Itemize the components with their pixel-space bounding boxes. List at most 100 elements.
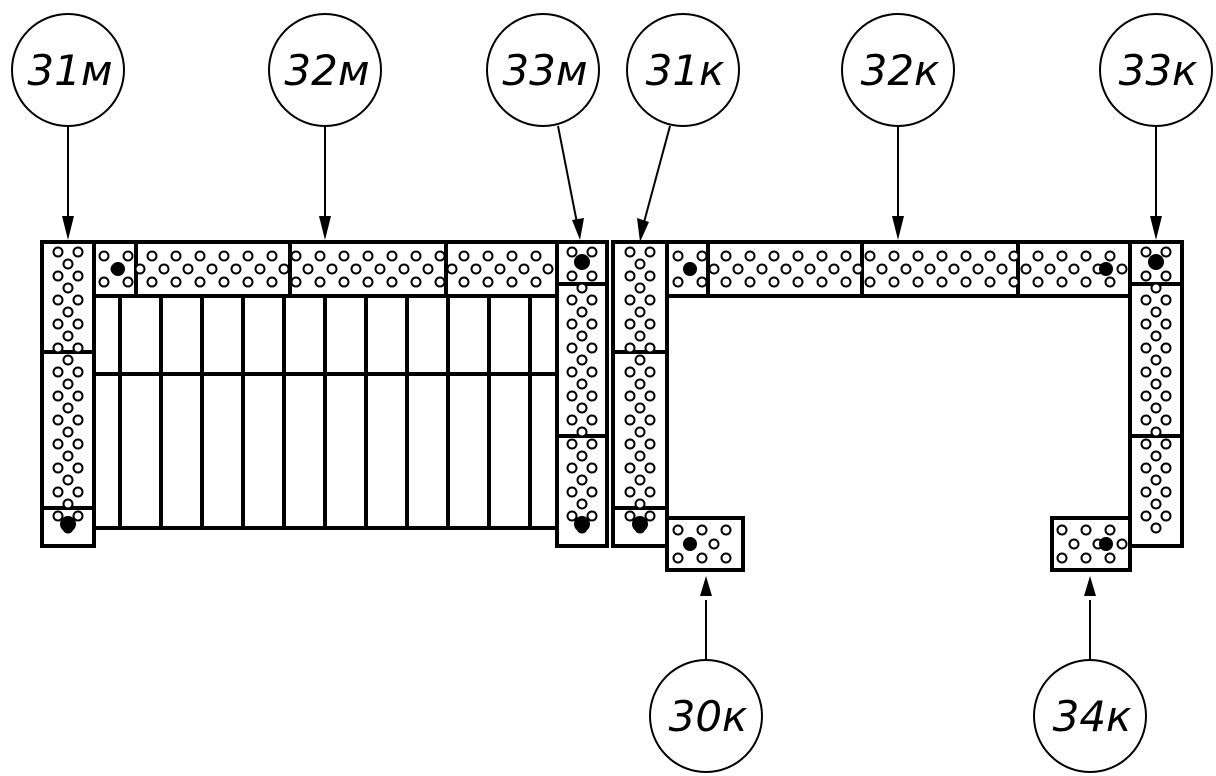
callout-33m: 33м <box>486 13 600 240</box>
hole <box>888 276 900 288</box>
hole <box>1140 270 1152 282</box>
hole <box>744 276 756 288</box>
hole <box>624 342 636 354</box>
hole <box>446 263 458 275</box>
hole <box>506 276 518 288</box>
hole <box>644 294 656 306</box>
hole <box>1140 366 1152 378</box>
hole <box>634 426 646 438</box>
hole <box>768 250 780 262</box>
hole <box>644 438 656 450</box>
block-31k <box>611 240 669 548</box>
hole <box>1160 486 1172 498</box>
hole <box>720 276 732 288</box>
hole <box>1160 318 1172 330</box>
hole <box>576 306 588 318</box>
hole <box>62 450 74 462</box>
hole <box>720 552 732 564</box>
hole <box>792 250 804 262</box>
hole <box>1032 250 1044 262</box>
hole <box>52 318 64 330</box>
block-32m <box>92 240 559 298</box>
hole <box>290 276 302 288</box>
hole <box>52 342 64 354</box>
hole <box>72 270 84 282</box>
hole <box>1140 414 1152 426</box>
module-k <box>611 240 1184 572</box>
hole <box>206 263 218 275</box>
hole <box>576 282 588 294</box>
hole <box>840 250 852 262</box>
solid-hole <box>60 516 76 532</box>
hole <box>72 486 84 498</box>
hole <box>566 414 578 426</box>
hole <box>634 306 646 318</box>
hole <box>586 438 598 450</box>
block-33m <box>555 240 609 548</box>
hole <box>1160 294 1172 306</box>
hole <box>1140 294 1152 306</box>
hole <box>852 263 864 275</box>
hole <box>1150 330 1162 342</box>
hole <box>1160 246 1172 258</box>
hole <box>218 276 230 288</box>
hole <box>624 486 636 498</box>
hole <box>1020 263 1032 275</box>
hole <box>1080 524 1092 536</box>
hole <box>1068 538 1080 550</box>
hole <box>1160 414 1172 426</box>
hole <box>434 276 446 288</box>
hole <box>566 246 578 258</box>
hole <box>170 276 182 288</box>
hole <box>158 263 170 275</box>
solid-hole <box>111 262 125 276</box>
hole <box>52 414 64 426</box>
hole <box>644 486 656 498</box>
hole <box>1008 250 1020 262</box>
hole <box>1140 438 1152 450</box>
label-31m: 31м <box>27 46 112 95</box>
solid-hole <box>683 537 697 551</box>
hole <box>780 263 792 275</box>
hole <box>566 342 578 354</box>
hole <box>644 462 656 474</box>
hole <box>1160 462 1172 474</box>
hole <box>122 276 134 288</box>
hole <box>948 263 960 275</box>
hole <box>960 250 972 262</box>
hole <box>62 378 74 390</box>
hole <box>696 276 708 288</box>
hole <box>576 402 588 414</box>
solid-hole <box>1099 537 1113 551</box>
hole <box>708 263 720 275</box>
hole <box>52 486 64 498</box>
callout-32m: 32м <box>268 13 382 240</box>
hole <box>62 258 74 270</box>
hole <box>170 250 182 262</box>
hole <box>338 250 350 262</box>
hole <box>840 276 852 288</box>
hole <box>530 276 542 288</box>
hole <box>314 250 326 262</box>
hole <box>624 318 636 330</box>
hole <box>624 270 636 282</box>
hole <box>936 276 948 288</box>
hole <box>624 462 636 474</box>
hole <box>266 250 278 262</box>
hole <box>362 276 374 288</box>
label-32k: 32к <box>861 46 940 95</box>
hole <box>672 250 684 262</box>
hole <box>644 510 656 522</box>
hole <box>290 250 302 262</box>
hole <box>1160 438 1172 450</box>
hole <box>624 510 636 522</box>
hole <box>1140 390 1152 402</box>
hole <box>542 263 554 275</box>
hole <box>586 390 598 402</box>
hole <box>672 524 684 536</box>
hole <box>644 318 656 330</box>
hole <box>586 318 598 330</box>
label-31k: 31к <box>646 46 725 95</box>
hole <box>960 276 972 288</box>
